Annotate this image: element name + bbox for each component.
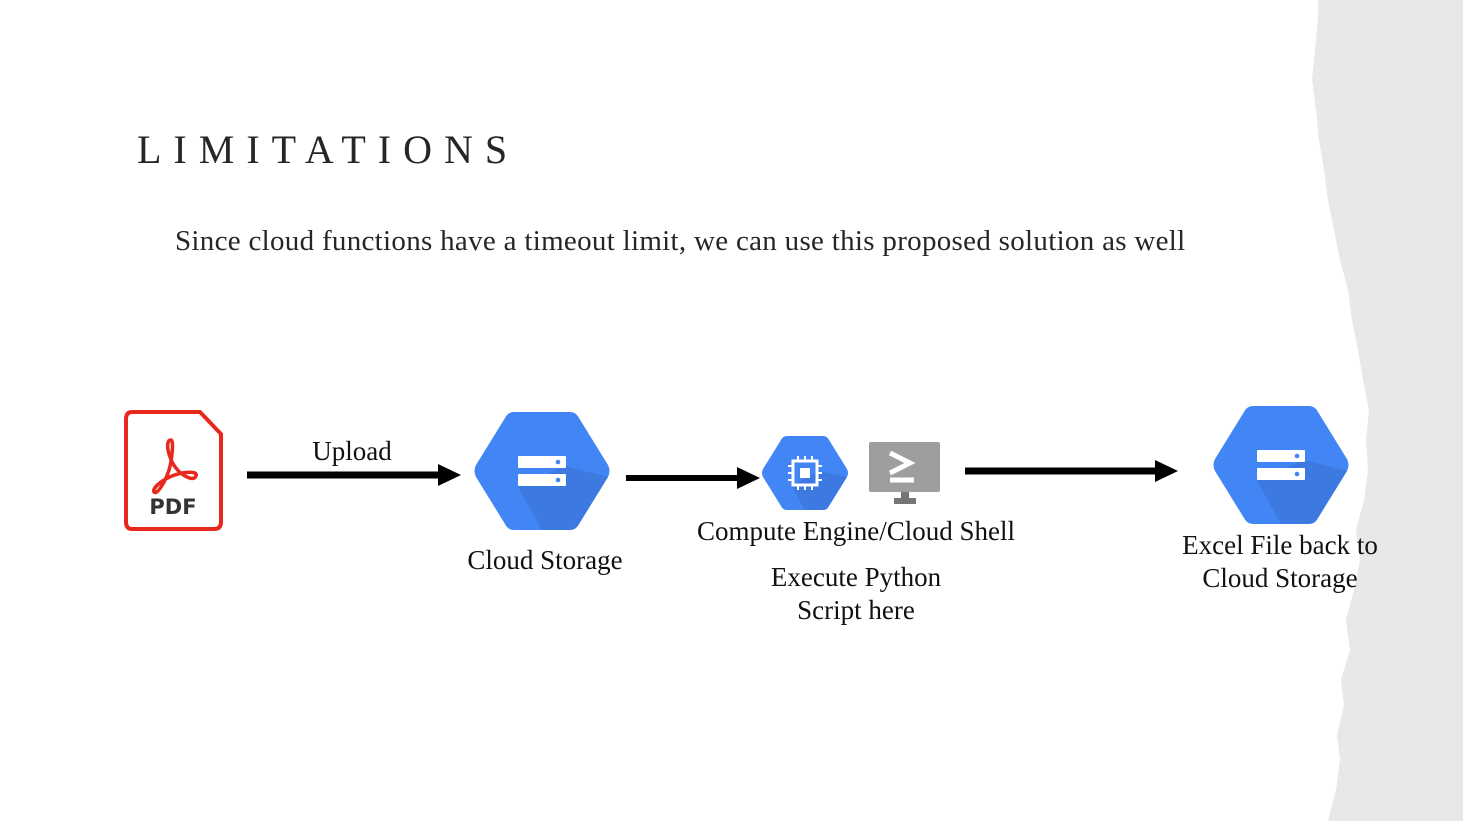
execute-script-label-line1: Execute Python [770,562,942,592]
compute-engine-label: Compute Engine/Cloud Shell [697,516,1015,546]
upload-label: Upload [312,436,392,466]
upload-arrow [247,464,461,486]
pdf-icon-text: PDF [149,495,196,519]
compute-engine-icon [762,436,848,510]
excel-storage-label-line1: Excel File back to [1182,530,1378,560]
pdf-file-icon: PDF [124,410,223,531]
cloud-storage-label: Cloud Storage [467,545,623,575]
execute-script-label-line2: Script here [797,595,915,625]
excel-cloud-storage-icon [1213,406,1349,524]
slide-title: LIMITATIONS [137,127,520,172]
cloud-shell-icon [869,442,940,504]
cloud-storage-icon [474,412,610,530]
excel-storage-label-line2: Cloud Storage [1202,563,1358,593]
shell-to-excel-arrow [965,460,1178,482]
storage-to-compute-arrow [626,467,760,489]
slide-subtitle: Since cloud functions have a timeout lim… [175,225,1186,257]
